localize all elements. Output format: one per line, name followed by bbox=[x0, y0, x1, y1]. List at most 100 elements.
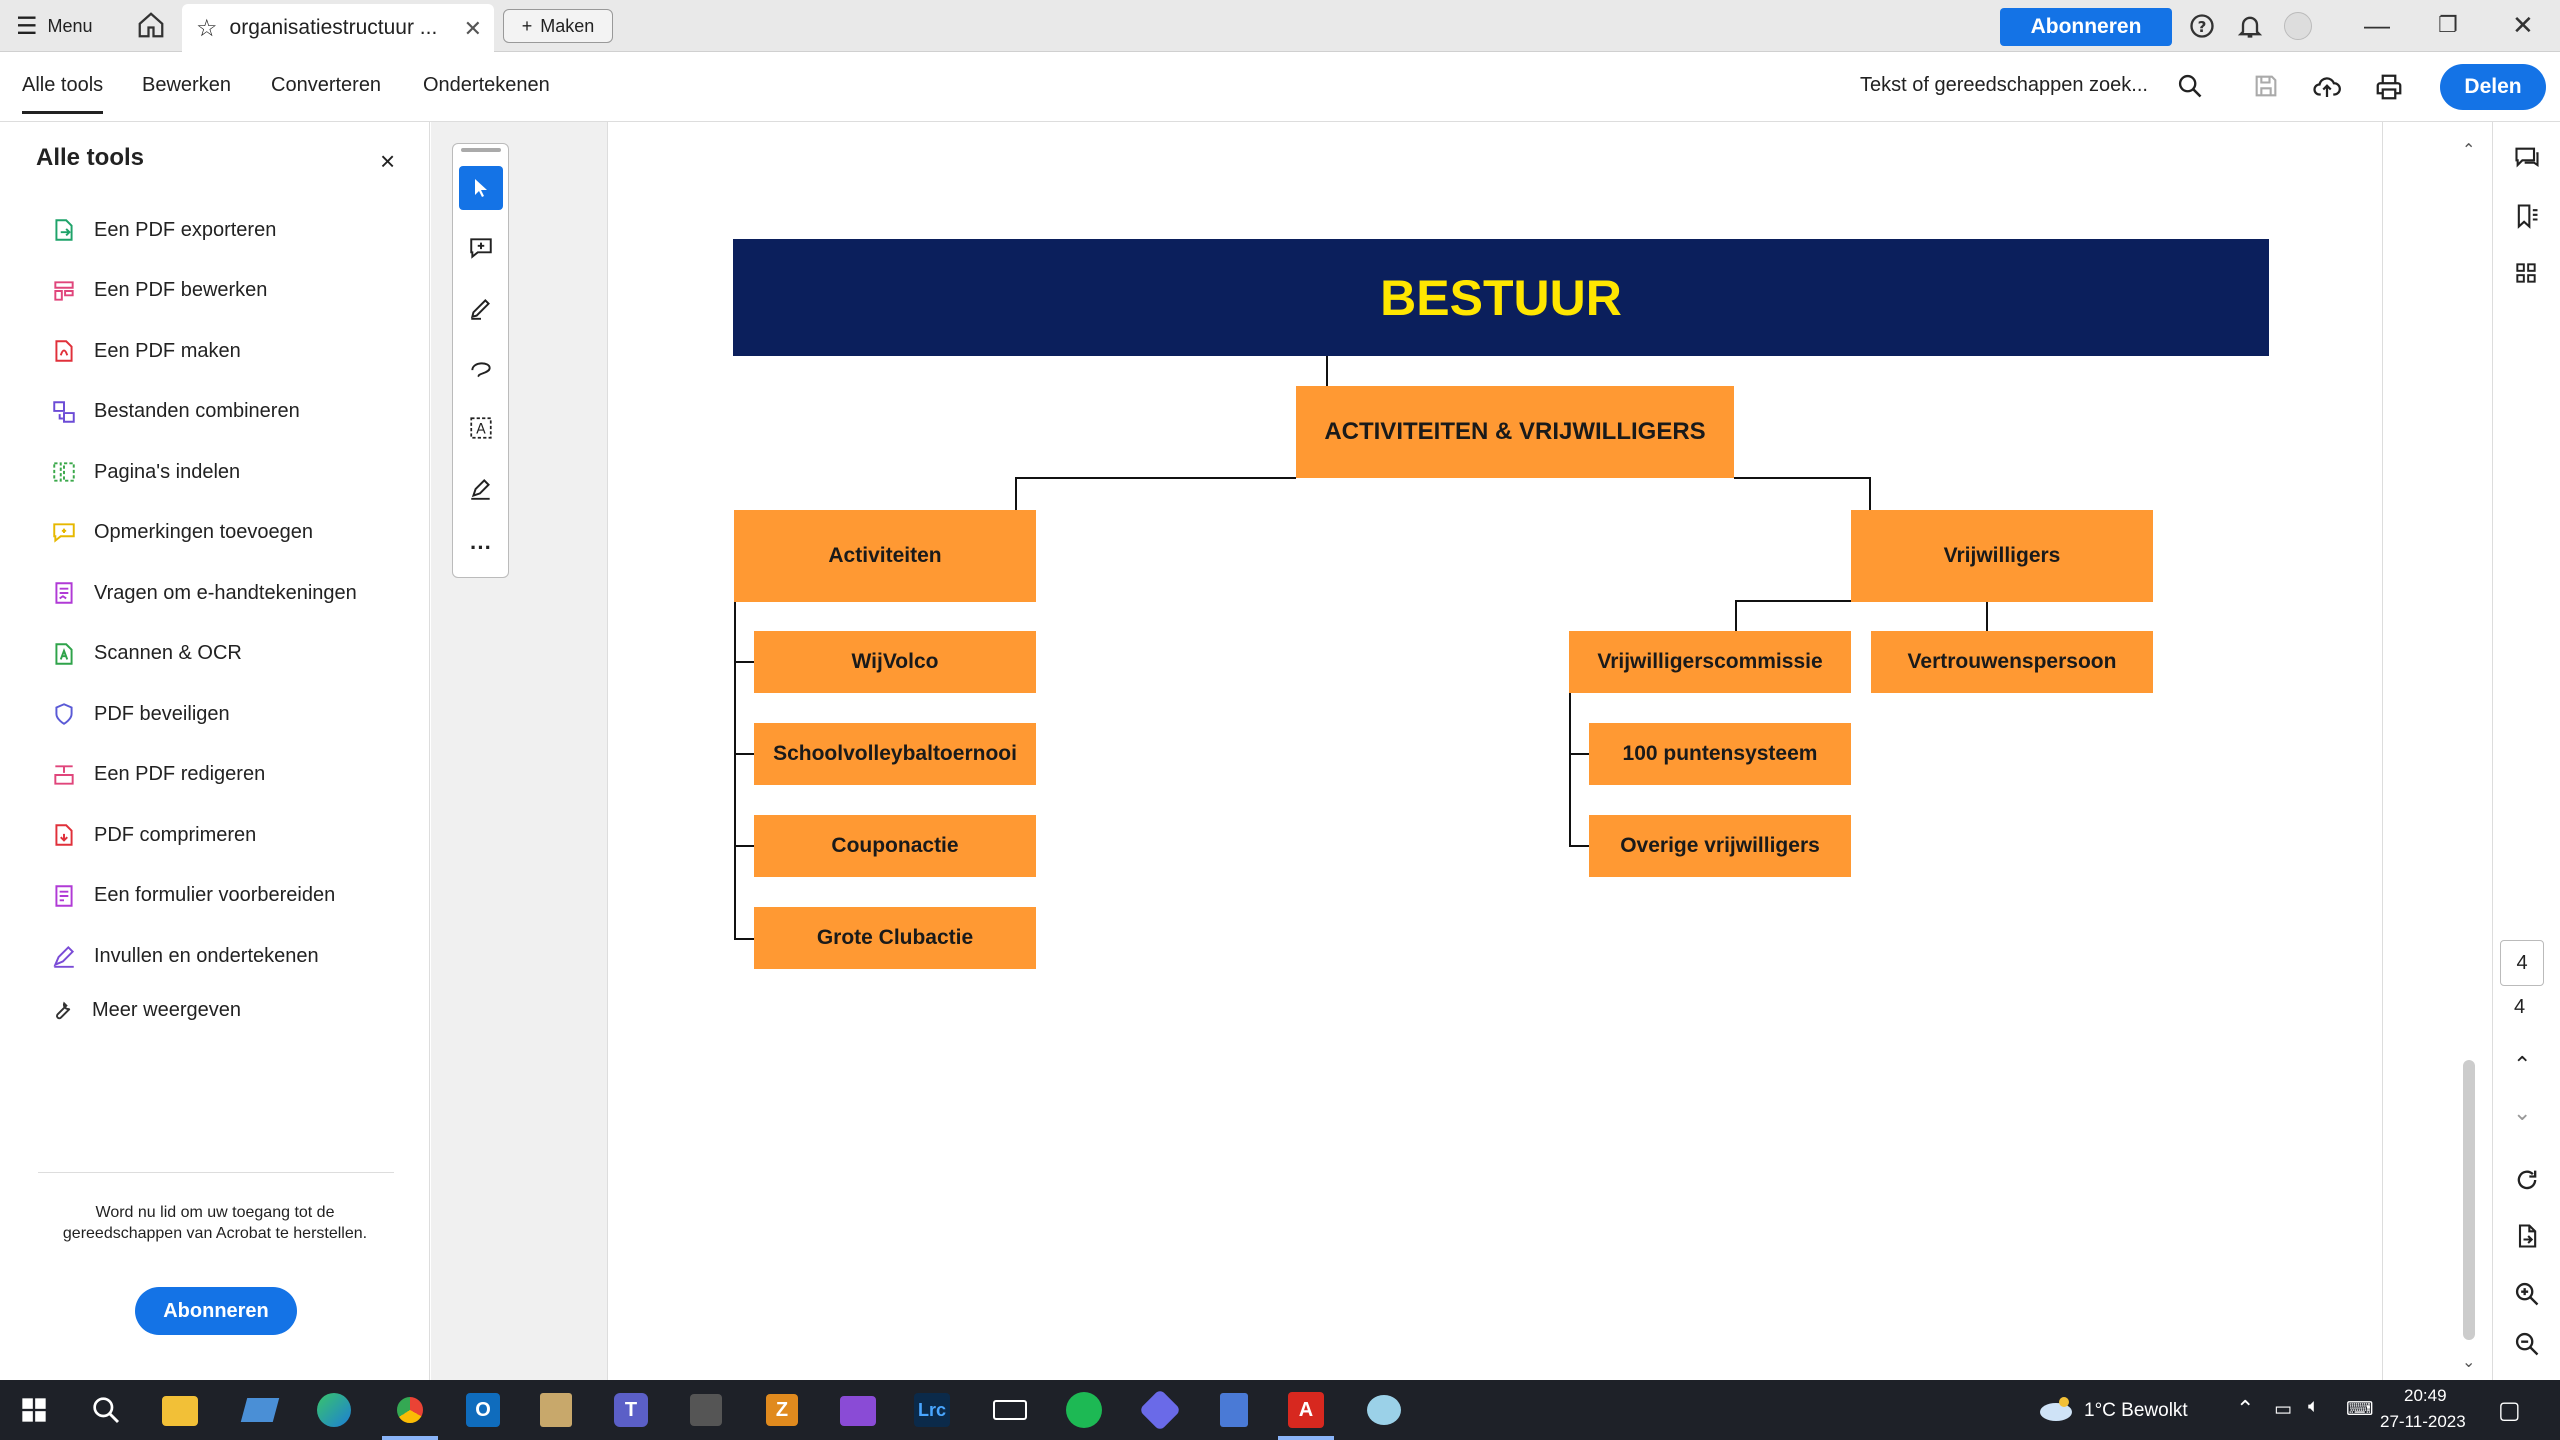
zoom-in-icon[interactable] bbox=[2513, 1280, 2541, 1313]
main-toolbar: Alle tools Bewerken Converteren Ondertek… bbox=[0, 52, 2560, 122]
app-icon[interactable] bbox=[540, 1393, 572, 1427]
volume-icon[interactable]: 🔈︎ bbox=[2308, 1396, 2320, 1417]
tool-item-label: Opmerkingen toevoegen bbox=[94, 521, 314, 543]
tray-chevron-icon[interactable]: ⌃ bbox=[2236, 1396, 2255, 1421]
tool-item[interactable]: Een PDF maken bbox=[50, 331, 241, 371]
highlight-pen-icon[interactable] bbox=[459, 286, 503, 330]
page-up-icon[interactable]: ⌃ bbox=[2513, 1052, 2532, 1077]
cloud-weather-icon[interactable] bbox=[2036, 1392, 2076, 1429]
export-pdf-icon bbox=[50, 216, 78, 244]
draw-freehand-icon[interactable] bbox=[459, 346, 503, 390]
app-icon[interactable] bbox=[690, 1394, 722, 1426]
weather-text[interactable]: 1°C Bewolkt bbox=[2084, 1400, 2188, 1421]
connector bbox=[734, 845, 754, 847]
page-export-icon[interactable] bbox=[2513, 1222, 2541, 1255]
box-activiteiten: Activiteiten bbox=[734, 510, 1036, 602]
tool-item[interactable]: Een PDF exporteren bbox=[50, 210, 276, 250]
tool-item[interactable]: Scannen & OCR bbox=[50, 634, 242, 674]
more-tools-link[interactable]: Meer weergeven bbox=[48, 990, 241, 1030]
share-button[interactable]: Delen bbox=[2440, 64, 2546, 110]
restore-icon[interactable]: ❐ bbox=[2438, 12, 2458, 37]
title-bar: ☰ Menu ☆ organisatiestructuur ... ✕ + Ma… bbox=[0, 0, 2560, 52]
refresh-icon[interactable] bbox=[2513, 1166, 2541, 1199]
page-down-icon[interactable]: ⌄ bbox=[2513, 1100, 2532, 1125]
lightroom-icon[interactable]: Lrc bbox=[914, 1393, 950, 1427]
spotify-icon[interactable] bbox=[1064, 1390, 1104, 1430]
calculator-icon[interactable] bbox=[1214, 1390, 1254, 1430]
add-comment-icon[interactable] bbox=[459, 226, 503, 270]
close-tab-icon[interactable]: ✕ bbox=[463, 16, 482, 41]
search-input[interactable]: Tekst of gereedschappen zoek... bbox=[1860, 74, 2148, 96]
tool-item[interactable]: Een PDF redigeren bbox=[50, 755, 265, 795]
comments-icon[interactable] bbox=[2513, 144, 2541, 177]
network-icon[interactable]: ▭ bbox=[2274, 1399, 2292, 1420]
bell-icon[interactable] bbox=[2236, 12, 2264, 45]
edge-icon[interactable] bbox=[314, 1390, 354, 1430]
save-icon[interactable] bbox=[2252, 72, 2280, 105]
home-icon[interactable] bbox=[136, 10, 166, 45]
tool-item[interactable]: Opmerkingen toevoegen bbox=[50, 513, 313, 553]
subscribe-top-button[interactable]: Abonneren bbox=[2000, 8, 2172, 46]
ime-icon[interactable]: ⌨︎ bbox=[2346, 1399, 2374, 1420]
scroll-thumb[interactable] bbox=[2463, 1060, 2475, 1340]
sign-icon[interactable] bbox=[459, 466, 503, 510]
search-taskbar-icon[interactable] bbox=[86, 1390, 126, 1430]
thumbnails-icon[interactable] bbox=[2513, 260, 2539, 291]
menu-alle-tools[interactable]: Alle tools bbox=[22, 74, 104, 114]
outlook-icon[interactable]: O bbox=[466, 1393, 500, 1427]
tool-item[interactable]: PDF comprimeren bbox=[50, 815, 256, 855]
vertical-scrollbar[interactable]: ⌃ ⌄ bbox=[2462, 140, 2476, 1371]
tool-item[interactable]: Een formulier voorbereiden bbox=[50, 876, 335, 916]
document-tab[interactable]: ☆ organisatiestructuur ... ✕ bbox=[182, 4, 494, 52]
subscribe-panel-button[interactable]: Abonneren bbox=[135, 1287, 297, 1335]
tool-item-label: Bestanden combineren bbox=[94, 400, 300, 422]
paint-icon[interactable] bbox=[1364, 1390, 1404, 1430]
tool-item-label: Vragen om e-handtekeningen bbox=[94, 581, 357, 604]
zoom-out-icon[interactable] bbox=[2513, 1330, 2541, 1363]
scroll-up-icon[interactable]: ⌃ bbox=[2462, 142, 2476, 159]
acrobat-icon[interactable]: A bbox=[1288, 1392, 1324, 1428]
box-couponactie: Couponactie bbox=[754, 815, 1036, 877]
notifications-icon[interactable]: ▢ bbox=[2498, 1397, 2521, 1424]
tool-item[interactable]: Invullen en ondertekenen bbox=[50, 936, 319, 976]
filezilla-icon[interactable]: Z bbox=[766, 1394, 798, 1426]
help-icon[interactable]: ? bbox=[2188, 12, 2216, 45]
upload-cloud-icon[interactable] bbox=[2312, 72, 2342, 107]
more-tools-icon[interactable]: ··· bbox=[470, 535, 492, 560]
drag-handle[interactable] bbox=[461, 148, 501, 152]
star-icon[interactable]: ☆ bbox=[196, 14, 218, 42]
clock-date[interactable]: 27-11-2023 bbox=[2380, 1412, 2466, 1431]
clapper-icon[interactable] bbox=[840, 1396, 876, 1426]
teams-icon[interactable]: T bbox=[614, 1393, 648, 1427]
text-recognition-icon[interactable]: A bbox=[459, 406, 503, 450]
close-panel-icon[interactable]: × bbox=[380, 146, 396, 176]
organize-pages-icon bbox=[50, 458, 78, 486]
close-window-icon[interactable]: ✕ bbox=[2512, 10, 2534, 40]
keyboard-app-icon[interactable] bbox=[990, 1390, 1030, 1430]
menu-ondertekenen[interactable]: Ondertekenen bbox=[423, 74, 550, 96]
tool-item[interactable]: Bestanden combineren bbox=[50, 392, 300, 432]
windows-start-icon[interactable] bbox=[14, 1390, 54, 1430]
file-explorer-icon[interactable] bbox=[162, 1396, 198, 1426]
search-icon[interactable] bbox=[2176, 72, 2204, 105]
minimize-icon[interactable]: — bbox=[2364, 10, 2390, 40]
tool-item[interactable]: Pagina's indelen bbox=[50, 452, 240, 492]
bookmark-icon[interactable] bbox=[2513, 202, 2541, 235]
clock-time[interactable]: 20:49 bbox=[2404, 1386, 2447, 1405]
menu-converteren[interactable]: Converteren bbox=[271, 74, 382, 96]
select-tool-icon[interactable] bbox=[459, 166, 503, 210]
print-icon[interactable] bbox=[2374, 72, 2404, 107]
scroll-down-icon[interactable]: ⌄ bbox=[2462, 1354, 2476, 1371]
new-button[interactable]: + Maken bbox=[503, 9, 613, 43]
page-number-input[interactable]: 4 bbox=[2500, 940, 2544, 986]
app-icon[interactable] bbox=[240, 1390, 280, 1430]
box-main: ACTIVITEITEN & VRIJWILLIGERS bbox=[1296, 386, 1734, 478]
menu-button[interactable]: ☰ Menu bbox=[16, 10, 93, 42]
avatar[interactable] bbox=[2284, 12, 2312, 40]
app-icon[interactable] bbox=[1138, 1388, 1182, 1432]
tool-item[interactable]: PDF beveiligen bbox=[50, 694, 230, 734]
chrome-icon[interactable] bbox=[390, 1390, 430, 1430]
tool-item[interactable]: Een PDF bewerken bbox=[50, 271, 267, 311]
tool-item[interactable]: Vragen om e-handtekeningen bbox=[50, 573, 357, 613]
menu-bewerken[interactable]: Bewerken bbox=[142, 74, 231, 96]
